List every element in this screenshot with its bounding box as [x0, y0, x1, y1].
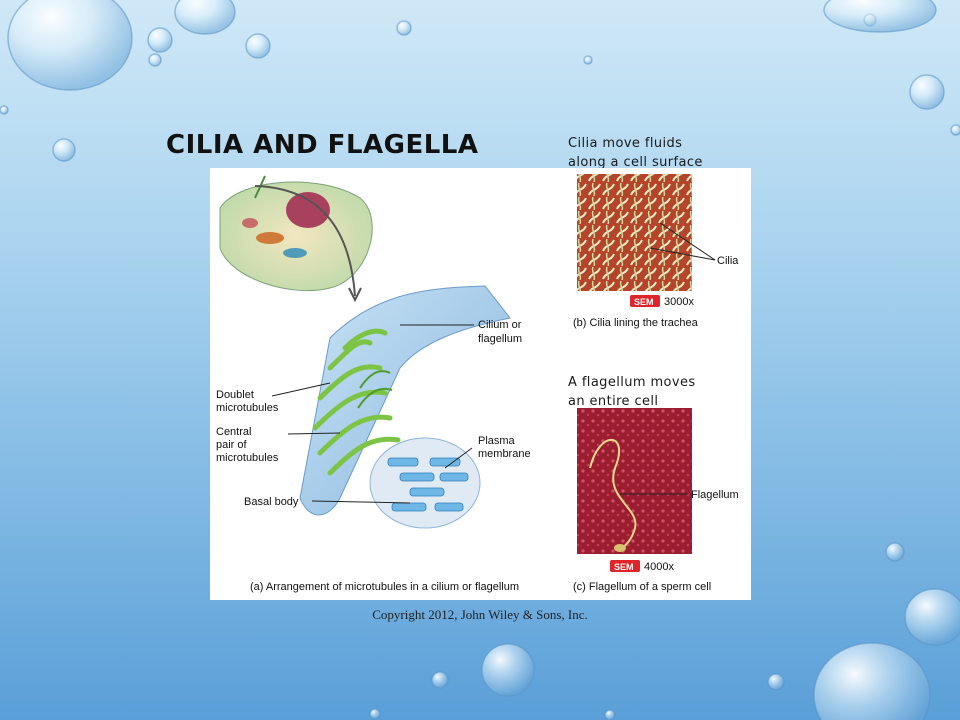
cilia-caption-line-1: Cilia move fluids [568, 136, 683, 151]
drop [950, 124, 960, 136]
drop [885, 542, 905, 562]
doublet-microtubules [312, 328, 401, 476]
sem-badge-flagellum-text: SEM [614, 562, 634, 572]
copyright-notice: Copyright 2012, John Wiley & Sons, Inc. [372, 607, 588, 622]
label-basal-body: Basal body [244, 496, 299, 508]
label-cilia: Cilia [717, 255, 739, 267]
drop [0, 105, 9, 115]
sperm-sem-image [577, 408, 692, 554]
cilia-caption-line-2: along a cell surface [568, 155, 703, 170]
label-central-pair-2: pair of [216, 439, 248, 451]
label-cilium-or-flagellum-2: flagellum [478, 333, 522, 345]
drop [245, 33, 271, 59]
flagellum-caption: A flagellum moves an entire cell [568, 373, 696, 411]
label-central-pair-3: microtubules [216, 452, 279, 464]
zoom-arrow [254, 185, 356, 297]
drop [909, 74, 945, 110]
drop [767, 673, 785, 691]
sem-badge-cilia [630, 295, 660, 307]
panel-a-caption: (a) Arrangement of microtubules in a cil… [250, 581, 519, 593]
drop [583, 55, 593, 65]
drop [52, 138, 76, 162]
basal-body [369, 437, 481, 529]
flagellum-caption-line-1: A flagellum moves [568, 375, 696, 390]
label-plasma-membrane-2: membrane [478, 448, 531, 460]
slide-title: CILIA AND FLAGELLA [166, 130, 479, 160]
drop [174, 0, 236, 35]
sem-mag-cilia: 3000x [664, 296, 694, 308]
drop [863, 13, 877, 27]
label-flagellum: Flagellum [691, 489, 739, 501]
drop [813, 642, 931, 720]
drop [148, 53, 162, 67]
flagellum-caption-line-2: an entire cell [568, 394, 659, 409]
label-doublet-1: Doublet [216, 389, 254, 401]
drop [7, 0, 133, 91]
drop [369, 708, 381, 720]
drop [823, 0, 937, 33]
drop [147, 27, 173, 53]
label-doublet-2: microtubules [216, 402, 279, 414]
trachea-sem-image [577, 174, 716, 291]
drop [396, 20, 412, 36]
drop [431, 671, 449, 689]
cilia-flagella-figure: Cilium or flagellum Doublet microtubules… [210, 168, 751, 600]
sem-badge-flagellum [610, 560, 640, 572]
sem-mag-flagellum: 4000x [644, 561, 674, 573]
label-plasma-membrane-1: Plasma [478, 435, 516, 447]
cilia-caption: Cilia move fluids along a cell surface [568, 134, 703, 172]
drop [604, 709, 616, 720]
label-central-pair-1: Central [216, 426, 251, 438]
sem-badge-cilia-text: SEM [634, 297, 654, 307]
label-cilium-or-flagellum-1: Cilium or [478, 319, 522, 331]
panel-b-caption: (b) Cilia lining the trachea [573, 317, 699, 329]
cell-illustration [219, 175, 373, 292]
drop [481, 643, 535, 697]
panel-c-caption: (c) Flagellum of a sperm cell [573, 581, 711, 593]
